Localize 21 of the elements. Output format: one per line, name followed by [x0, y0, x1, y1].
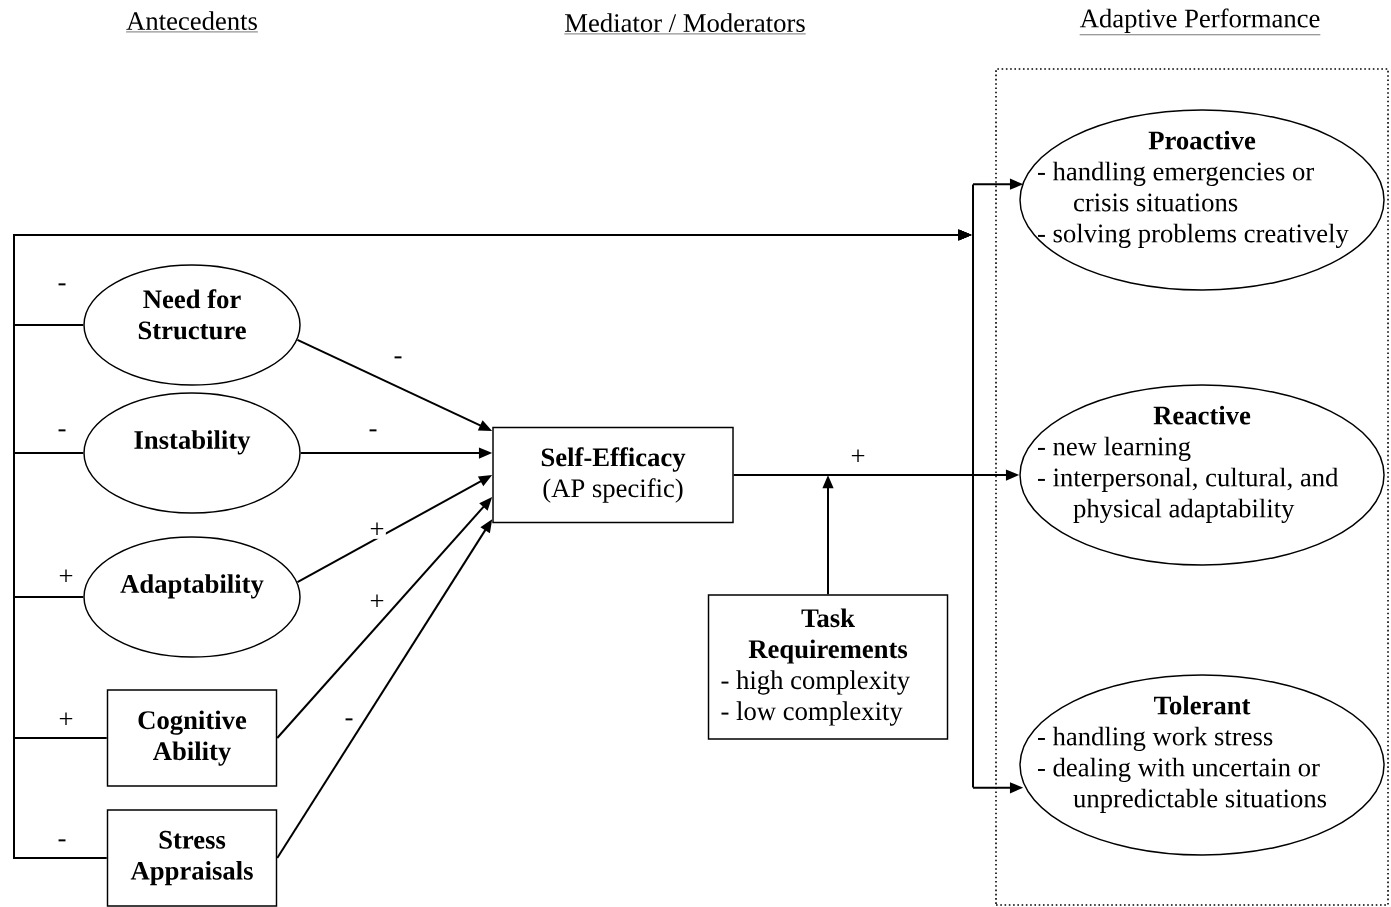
edge-label: - — [367, 428, 379, 438]
edge-label: - — [343, 717, 355, 727]
mediator-box: Self-Efficacy (AP specific) — [492, 426, 734, 524]
edge-label: + — [368, 521, 386, 539]
ellipse-node: Adaptability — [83, 536, 301, 658]
ellipse-node: Need for Structure — [83, 264, 301, 386]
edge-label: - — [56, 428, 68, 438]
column-heading: Mediator / Moderators — [564, 13, 806, 35]
edge-label: - — [56, 838, 68, 848]
moderator-box: Task Requirements - high complexity - low complexity — [707, 594, 949, 740]
edge-label: + — [57, 711, 75, 729]
process-box: Stress Appraisals — [106, 809, 278, 907]
column-heading: Antecedents — [125, 11, 259, 33]
edge-label: + — [57, 568, 75, 586]
edge-label: + — [849, 448, 867, 466]
ellipse-node: Instability — [83, 392, 301, 514]
edge-label: - — [56, 282, 68, 292]
process-box: Cognitive Ability — [106, 689, 278, 787]
edge-label: - — [392, 355, 404, 365]
node-label: Adaptive Performance — [1079, 8, 1320, 33]
edge-label: + — [368, 593, 386, 611]
